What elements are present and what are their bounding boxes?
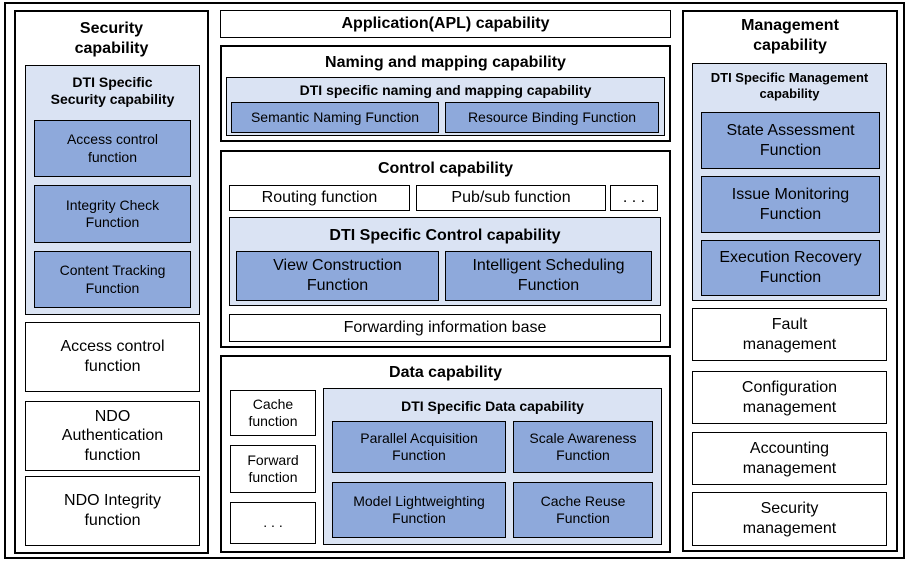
dti-security-title: DTI Specific Security capability (50, 74, 175, 108)
access-control-function: Access control function (25, 322, 200, 392)
intelligent-scheduling-function: Intelligent Scheduling Function (445, 251, 652, 301)
control-capability-title: Control capability (377, 160, 514, 177)
integrity-check-function: Integrity Check Function (34, 185, 191, 243)
control-more-functions: . . . (610, 185, 658, 211)
view-construction-function: View Construction Function (236, 251, 439, 301)
pub-sub-function: Pub/sub function (416, 185, 606, 211)
data-more-functions: . . . (230, 502, 316, 544)
security-management: Security management (692, 492, 887, 546)
resource-binding-function: Resource Binding Function (445, 102, 659, 133)
cache-reuse-function: Cache Reuse Function (513, 482, 653, 538)
management-capability-title: Management capability (741, 17, 839, 54)
forward-function: Forward function (230, 445, 316, 493)
issue-monitoring-function: Issue Monitoring Function (701, 176, 880, 233)
configuration-management: Configuration management (692, 371, 887, 424)
security-capability-title: Security capability (74, 20, 149, 57)
data-capability-title: Data capability (389, 364, 502, 381)
dti-naming-title: DTI specific naming and mapping capabili… (299, 82, 592, 98)
accounting-management: Accounting management (692, 432, 887, 485)
fault-management: Fault management (692, 308, 887, 361)
ndo-authentication-function: NDO Authentication function (25, 401, 200, 471)
forwarding-information-base: Forwarding information base (229, 314, 661, 342)
semantic-naming-function: Semantic Naming Function (231, 102, 439, 133)
content-tracking-function: Content Tracking Function (34, 251, 191, 308)
ndo-integrity-function: NDO Integrity function (25, 476, 200, 546)
dti-control-title: DTI Specific Control capability (329, 227, 561, 244)
dti-management-title: DTI Specific Management capability (710, 70, 869, 101)
cache-function: Cache function (230, 390, 316, 436)
state-assessment-function: State Assessment Function (701, 112, 880, 169)
parallel-acquisition-function: Parallel Acquisition Function (332, 421, 506, 473)
naming-mapping-title: Naming and mapping capability (325, 54, 566, 71)
application-capability: Application(APL) capability (220, 10, 671, 38)
execution-recovery-function: Execution Recovery Function (701, 240, 880, 296)
routing-function: Routing function (229, 185, 410, 211)
security-access-control-function: Access control function (34, 120, 191, 177)
dti-data-title: DTI Specific Data capability (401, 398, 584, 414)
scale-awareness-function: Scale Awareness Function (513, 421, 653, 473)
model-lightweighting-function: Model Lightweighting Function (332, 482, 506, 538)
